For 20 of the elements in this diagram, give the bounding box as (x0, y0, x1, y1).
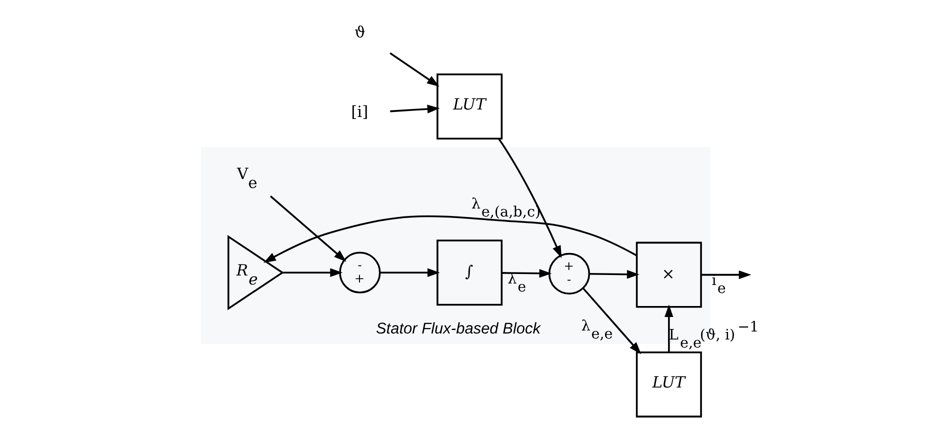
arrow (701, 270, 752, 279)
node-circle: - + (339, 251, 381, 293)
arrow (590, 270, 640, 278)
arrow (263, 214, 638, 262)
arrow (582, 287, 642, 354)
node-box: ∫ (436, 239, 503, 306)
arrow (270, 195, 346, 262)
arrow (664, 304, 674, 352)
arrow (282, 268, 343, 276)
arrow (390, 52, 440, 86)
arrow (498, 138, 562, 258)
node-box: LUT (436, 72, 503, 139)
arrow (380, 268, 440, 276)
node-text: ϑ (354, 22, 366, 41)
node-circle: + - (548, 252, 590, 294)
arrow (390, 104, 440, 113)
arrow (502, 268, 552, 278)
node-box: × (636, 241, 702, 308)
node-box: LUT (636, 350, 702, 417)
node-text: [i] (351, 102, 368, 121)
